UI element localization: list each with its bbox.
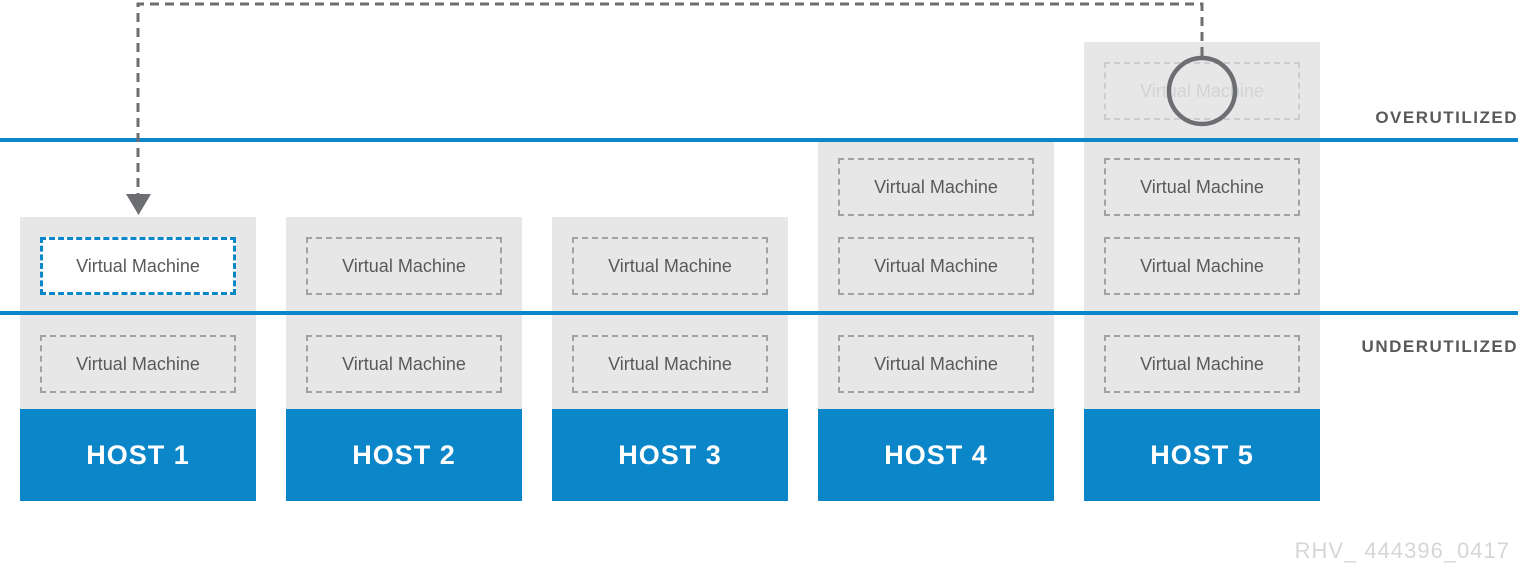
host-2-bar: HOST 2 <box>286 409 522 501</box>
host-1-bar: HOST 1 <box>20 409 256 501</box>
watermark-text: RHV_ 444396_0417 <box>1294 538 1510 563</box>
host-5-label: HOST 5 <box>1150 439 1254 470</box>
migration-arrow-head-icon <box>126 194 151 215</box>
vm-box-host3: Virtual Machine <box>572 237 768 295</box>
underutilized-label: UNDERUTILIZED <box>1361 337 1518 356</box>
vm-box-host4: Virtual Machine <box>838 158 1034 216</box>
vm-box-host2: Virtual Machine <box>306 237 502 295</box>
host-3-label: HOST 3 <box>618 439 722 470</box>
overutilized-label: OVERUTILIZED <box>1375 108 1518 127</box>
vm-box-host2: Virtual Machine <box>306 335 502 393</box>
vm-box-host1: Virtual Machine <box>40 335 236 393</box>
underutilized-threshold-line <box>0 311 1518 315</box>
host-3-bar: HOST 3 <box>552 409 788 501</box>
overutilized-threshold-line <box>0 138 1518 142</box>
vm-box-host5: Virtual Machine <box>1104 158 1300 216</box>
host-2-label: HOST 2 <box>352 439 456 470</box>
host-4-bar: HOST 4 <box>818 409 1054 501</box>
vm-box-host5: Virtual Machine <box>1104 335 1300 393</box>
vm-box-host1-target: Virtual Machine <box>40 237 236 295</box>
vm-box-host5-overutilized: Virtual Machine <box>1104 62 1300 120</box>
host-5-bar: HOST 5 <box>1084 409 1320 501</box>
vm-box-host4: Virtual Machine <box>838 335 1034 393</box>
host-4-label: HOST 4 <box>884 439 988 470</box>
vm-box-host5: Virtual Machine <box>1104 237 1300 295</box>
vm-box-host4: Virtual Machine <box>838 237 1034 295</box>
vm-box-host3: Virtual Machine <box>572 335 768 393</box>
host-1-label: HOST 1 <box>86 439 190 470</box>
